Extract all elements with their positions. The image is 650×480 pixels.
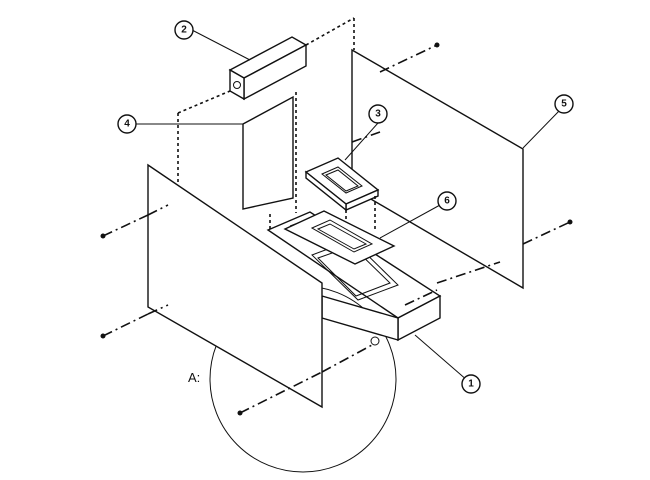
balloon-6: 6 [437,191,457,211]
balloon-6-label: 6 [444,196,450,207]
balloon-3: 3 [368,104,388,124]
front-left-panel [147,163,323,409]
balloon-4-label: 4 [124,119,130,130]
balloon-4: 4 [117,114,137,134]
balloon-5-label: 5 [561,99,567,110]
balloon-2-label: 2 [181,25,187,36]
view-label: A: [188,370,200,385]
balloon-1: 1 [461,374,481,394]
leader-lines [136,29,561,382]
balloon-2: 2 [174,20,194,40]
left-back-panel [242,95,294,210]
balloon-1-label: 1 [468,379,474,390]
balloon-5: 5 [554,94,574,114]
gasket-frame [283,210,396,265]
axis-lines [100,42,573,416]
balloon-3-label: 3 [375,109,381,120]
small-lid [304,157,380,212]
top-block [228,36,308,101]
